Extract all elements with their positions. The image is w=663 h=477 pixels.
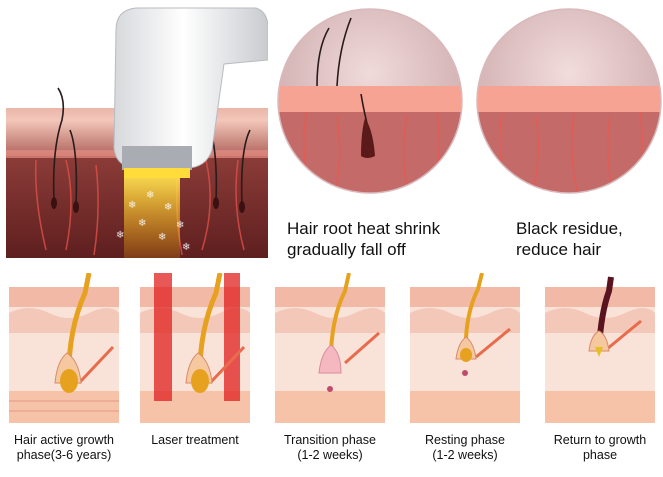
phase-panel-return-growth bbox=[545, 273, 655, 423]
svg-text:❄: ❄ bbox=[128, 200, 136, 211]
phase-caption-line2: phase(3-6 years) bbox=[16, 448, 112, 462]
caption-black-residue-line2: reduce hair bbox=[516, 240, 602, 259]
phase-panel-resting bbox=[410, 273, 520, 423]
phase-caption-line1: Transition phase bbox=[284, 433, 376, 447]
phase-caption-transition: Transition phase (1-2 weeks) bbox=[268, 433, 392, 463]
caption-root-shrink-line2: gradually fall off bbox=[287, 240, 406, 259]
phase-caption-active-growth: Hair active growth phase(3-6 years) bbox=[0, 433, 128, 463]
phase-caption-line1: Laser treatment bbox=[151, 433, 239, 447]
phase-panel-active-growth bbox=[9, 273, 119, 423]
svg-text:❄: ❄ bbox=[116, 230, 124, 241]
phase-panel-transition bbox=[275, 273, 385, 423]
caption-root-shrink: Hair root heat shrink gradually fall off bbox=[287, 218, 477, 260]
phase-caption-line1: Return to growth bbox=[553, 433, 647, 447]
black-residue-closeup bbox=[476, 8, 662, 194]
phase-caption-line2: phase bbox=[582, 448, 618, 462]
hair-root-shrink-closeup bbox=[277, 8, 463, 194]
phase-caption-line1: Resting phase bbox=[425, 433, 505, 447]
svg-text:❄: ❄ bbox=[164, 202, 172, 213]
caption-black-residue-line1: Black residue, bbox=[516, 219, 623, 238]
svg-text:❄: ❄ bbox=[176, 220, 184, 231]
caption-black-residue: Black residue, reduce hair bbox=[516, 218, 656, 260]
svg-text:❄: ❄ bbox=[182, 242, 190, 253]
phase-panel-laser-treatment bbox=[140, 273, 250, 423]
svg-text:❄: ❄ bbox=[158, 232, 166, 243]
caption-root-shrink-line1: Hair root heat shrink bbox=[287, 219, 441, 238]
phase-caption-line1: Hair active growth bbox=[13, 433, 115, 447]
svg-text:❄: ❄ bbox=[138, 218, 146, 229]
phase-caption-resting: Resting phase (1-2 weeks) bbox=[403, 433, 527, 463]
phase-caption-line2: (1-2 weeks) bbox=[432, 448, 498, 462]
svg-text:❄: ❄ bbox=[146, 190, 154, 201]
laser-skin-illustration: ❄❄❄ ❄❄❄ ❄❄ bbox=[6, 0, 268, 258]
phase-caption-line2: (1-2 weeks) bbox=[297, 448, 363, 462]
phase-caption-return-growth: Return to growth phase bbox=[538, 433, 662, 463]
phase-caption-laser-treatment: Laser treatment bbox=[133, 433, 257, 448]
